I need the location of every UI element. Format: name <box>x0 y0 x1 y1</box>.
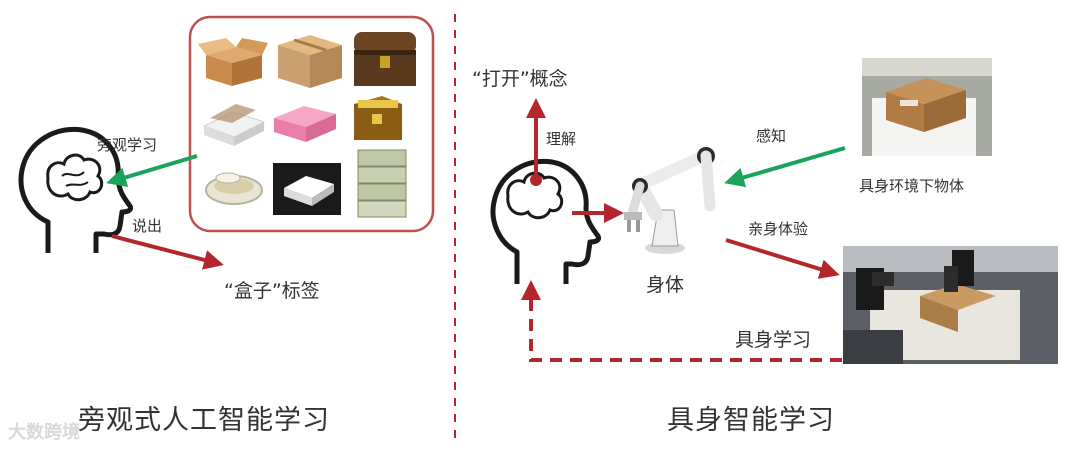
right-section-title: 具身智能学习 <box>667 405 835 436</box>
experience-arrow <box>725 238 840 279</box>
treasure-chest-image <box>354 96 402 140</box>
embodied-learning-feedback-arrow <box>521 280 842 362</box>
pink-gift-box-image <box>274 106 336 142</box>
say-arrow <box>111 234 224 270</box>
understand-label: 理解 <box>546 130 577 148</box>
observe-arrow <box>106 154 198 187</box>
white-clamshell-box-image <box>284 176 334 206</box>
body-label: 身体 <box>646 274 685 296</box>
hands-on-photo <box>843 246 1058 364</box>
head-brain-icon <box>490 158 601 284</box>
open-cardboard-box-image <box>198 38 268 86</box>
box-collection-frame <box>188 15 435 233</box>
left-section-title: 旁观式人工智能学习 <box>78 405 330 436</box>
closed-cardboard-box-image <box>278 35 342 88</box>
stacked-boxes-image <box>357 149 407 218</box>
robot-arm-image <box>624 147 716 254</box>
embodied-learning-label: 具身学习 <box>735 329 812 351</box>
box-tag-label: “盒子”标签 <box>224 280 320 302</box>
hands-on-experience-label: 亲身体验 <box>748 220 809 238</box>
white-tray-box-image <box>202 104 266 146</box>
clear-container-image <box>205 172 263 205</box>
perceive-label: 感知 <box>756 127 787 145</box>
embodied-environment-object-label: 具身环境下物体 <box>859 177 965 195</box>
wooden-chest-image <box>354 32 416 86</box>
perceive-arrow <box>724 146 846 188</box>
watermark-text: 大数跨境 <box>8 422 80 443</box>
say-label: 说出 <box>132 217 163 235</box>
open-concept-label: “打开”概念 <box>472 68 568 90</box>
embodied-environment-photo <box>862 58 992 156</box>
observe-learning-label: 旁观学习 <box>97 136 158 154</box>
